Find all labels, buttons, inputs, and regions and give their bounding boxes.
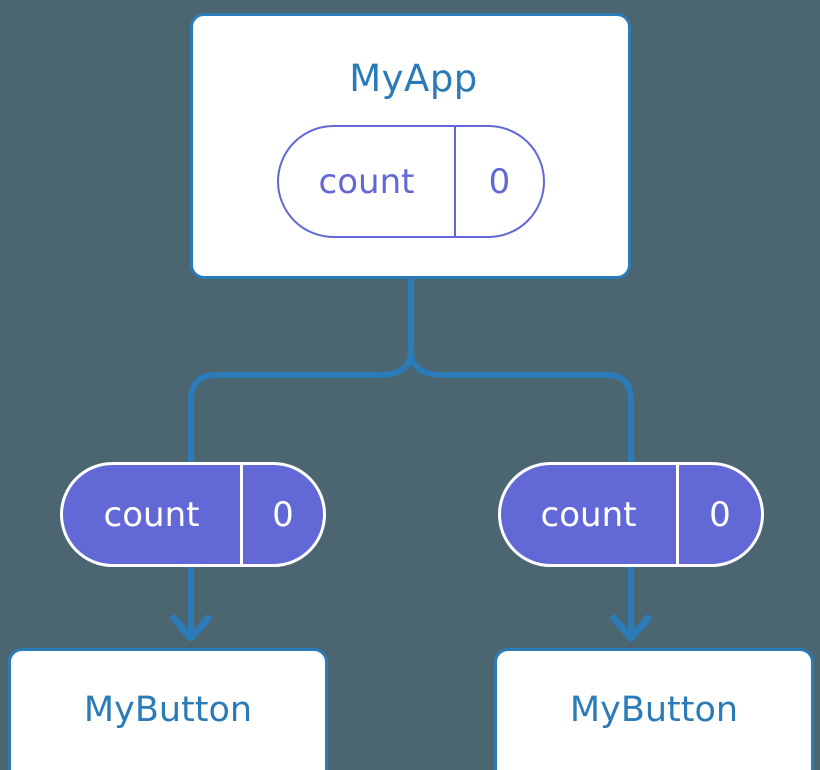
component-name-myapp: MyApp <box>349 57 478 100</box>
component-card-mybutton-0[interactable]: MyButton <box>8 648 328 770</box>
state-key-root: count <box>318 161 415 202</box>
edge-to-left-child <box>188 349 414 465</box>
component-name-mybutton-0: MyButton <box>83 690 253 730</box>
edge-to-right-child <box>408 349 634 465</box>
state-pill-root[interactable]: count 0 <box>277 125 545 238</box>
component-name-mybutton-1: MyButton <box>569 690 739 730</box>
state-key-child-1: count <box>540 494 637 535</box>
state-value-child-0: 0 <box>240 465 323 564</box>
state-value-root: 0 <box>454 127 543 236</box>
state-value-child-1: 0 <box>676 465 761 564</box>
state-pill-child-0[interactable]: count 0 <box>60 462 326 567</box>
arrowhead-left <box>169 613 213 642</box>
state-pill-child-1[interactable]: count 0 <box>498 462 764 567</box>
arrowhead-right <box>609 613 653 642</box>
state-key-child-0: count <box>103 494 200 535</box>
component-card-mybutton-1[interactable]: MyButton <box>494 648 814 770</box>
